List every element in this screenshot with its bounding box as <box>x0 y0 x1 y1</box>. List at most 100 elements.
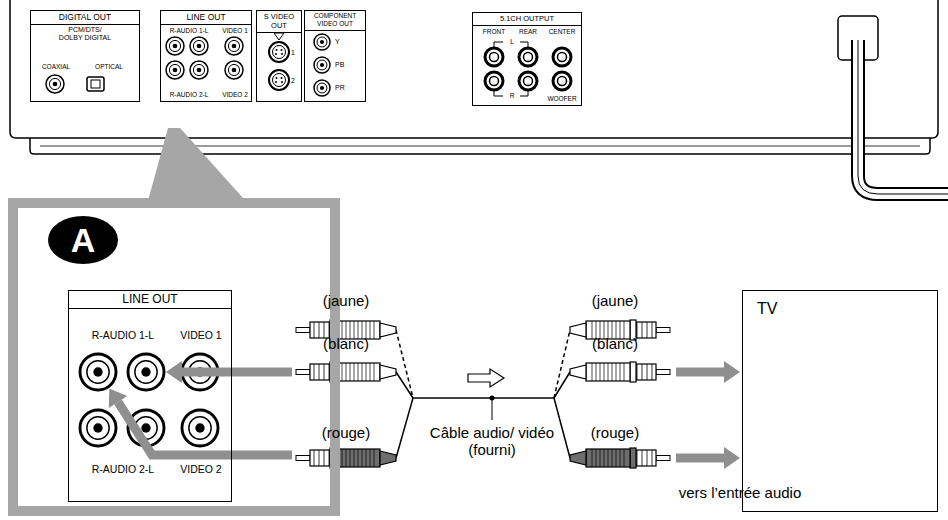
shell-slit <box>324 450 325 466</box>
grip-ridge <box>600 363 601 381</box>
jack-pin <box>276 49 278 51</box>
jack-inner <box>228 64 239 75</box>
connector-label: TV <box>757 299 817 318</box>
arrow-shaft <box>118 402 292 455</box>
output-jack-ring <box>553 72 571 90</box>
connector-label: R-AUDIO 2-L <box>161 91 217 99</box>
arrow-shaft <box>676 454 724 463</box>
jack-inner <box>228 40 239 51</box>
jack-pin <box>232 44 237 49</box>
digital-out-section: DIGITAL OUTPCM/DTS/ DOLBY DIGITALCOAXIAL… <box>30 10 140 102</box>
jack-pin <box>195 423 204 432</box>
section-title: DIGITAL OUT <box>31 11 139 25</box>
plug-shell <box>636 364 656 380</box>
connector-label: R-AUDIO 1-L <box>161 27 217 35</box>
connector-label: VIDEO 2 <box>219 91 251 99</box>
jack-pin <box>275 53 277 55</box>
shell-slit <box>647 364 648 380</box>
wire-colour: (jaune) <box>301 292 391 309</box>
jack-inner <box>87 417 109 439</box>
direction-arrow <box>468 369 504 387</box>
grip-ridge <box>370 449 371 467</box>
jack-pin <box>93 367 102 376</box>
jack-ring <box>128 354 164 390</box>
grip-ridge <box>608 363 609 381</box>
grip-ridge <box>620 363 621 381</box>
output-jack-ring <box>519 72 537 90</box>
jack-inner <box>317 83 327 93</box>
shell-slit <box>637 364 638 380</box>
arrow-shaft <box>676 368 724 377</box>
jack-ring <box>269 42 289 62</box>
jack-inner <box>273 46 286 59</box>
shell-slit <box>319 450 320 466</box>
connector-label: REAR <box>510 28 546 36</box>
plug-shell <box>636 450 656 466</box>
jack-pin <box>281 77 283 79</box>
s-video-jack <box>269 70 289 90</box>
line-out-closeup: LINE OUTR-AUDIO 1-LVIDEO 1R-AUDIO 2-LVID… <box>68 290 232 502</box>
shell-slit <box>329 364 330 380</box>
arrow-shaft <box>182 368 292 377</box>
wire-colour: (blanc) <box>570 335 660 352</box>
connector-label: WOOFER <box>542 95 582 103</box>
grip-ridge <box>604 363 605 381</box>
plug-shell <box>636 322 656 338</box>
jack-pin <box>197 68 202 73</box>
jack-ring <box>166 37 184 55</box>
grip-ridge <box>600 449 601 467</box>
grip-ridge <box>342 449 343 467</box>
jack-pin <box>93 423 102 432</box>
grip-ridge <box>612 363 613 381</box>
rca-jack <box>225 37 243 55</box>
rca-jack-large <box>128 354 164 390</box>
jack-ring <box>190 37 208 55</box>
jack-pin <box>281 49 283 51</box>
grip-ridge <box>620 449 621 467</box>
jack-ring <box>225 61 243 79</box>
shell-slit <box>642 322 643 338</box>
wire-colour: (rouge) <box>301 424 391 441</box>
plug-in-arrow <box>109 389 292 455</box>
grip-ridge <box>342 363 343 381</box>
callout-frame: ALINE OUTR-AUDIO 1-LVIDEO 1R-AUDIO 2-LVI… <box>8 198 340 516</box>
grip-ridge <box>346 363 347 381</box>
cable <box>413 397 554 399</box>
jack-pin <box>320 86 324 90</box>
jack-pin <box>141 423 150 432</box>
shell-slit <box>314 450 315 466</box>
cable-wire <box>554 330 570 398</box>
optical-jack-inner <box>91 80 100 88</box>
jack-ring <box>80 410 116 446</box>
grip-ridge <box>592 363 593 381</box>
grip-ridge <box>346 449 347 467</box>
plug-body <box>336 363 380 381</box>
zoom-callout <box>146 128 252 208</box>
grip-ridge <box>350 363 351 381</box>
output-jack-ring <box>485 48 503 66</box>
plug-pin <box>296 370 310 375</box>
plug-pin <box>656 370 670 375</box>
coaxial-jack <box>46 75 64 93</box>
cable-wire <box>396 398 413 458</box>
shell-slit <box>637 450 638 466</box>
output-jack-ring <box>553 48 571 66</box>
plug-boot <box>380 323 396 337</box>
grip-ridge <box>616 363 617 381</box>
grip-ridge <box>604 449 605 467</box>
connector-label: VIDEO 2 <box>175 463 227 476</box>
output-jack-inner <box>558 53 567 62</box>
grip-ridge <box>366 363 367 381</box>
jack-ring <box>182 410 218 446</box>
jack-inner <box>135 361 157 383</box>
power-cord-inner <box>858 40 948 194</box>
plug-boot <box>380 451 396 465</box>
connector-label: 1 <box>291 49 301 57</box>
cable-wire <box>554 372 570 398</box>
connector-label: Y <box>335 38 363 46</box>
component-jack <box>314 80 330 96</box>
grip-ridge <box>370 363 371 381</box>
grip-ridge <box>624 363 625 381</box>
plug-collar <box>630 362 636 382</box>
connector-label: 2 <box>291 77 301 85</box>
